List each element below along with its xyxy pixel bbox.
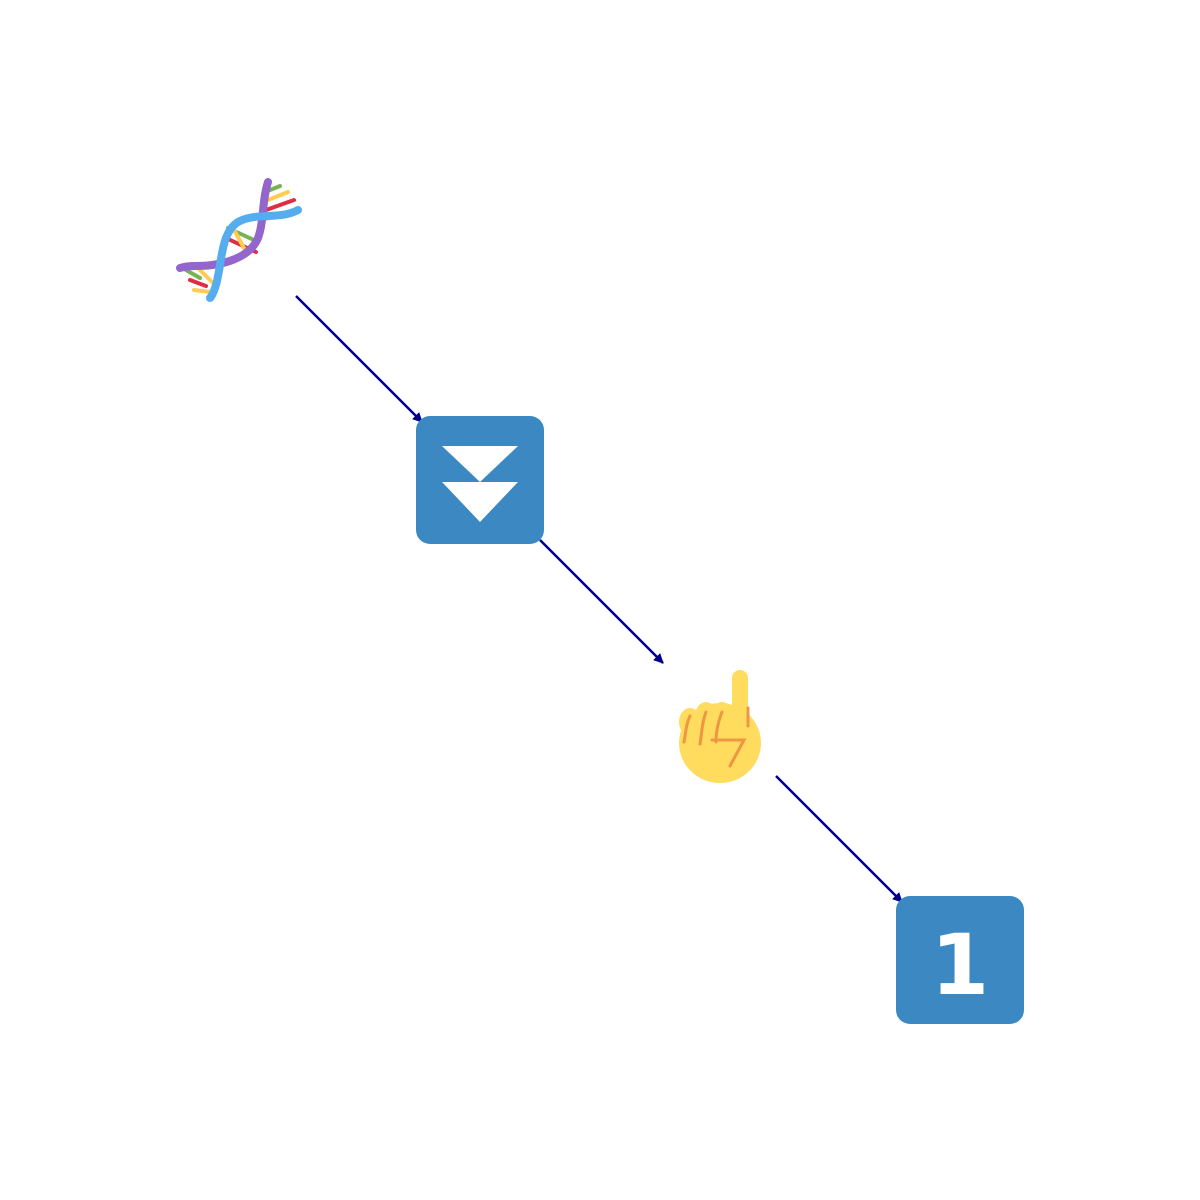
- keycap-digit-label: 1: [931, 916, 989, 1014]
- node-dna: [176, 178, 302, 302]
- node-index-pointing-up: [679, 670, 761, 783]
- node-keycap-1: 1: [896, 896, 1024, 1024]
- index-pointing-up-icon: [679, 670, 761, 783]
- edges: [295, 295, 903, 903]
- node-fast-down: [416, 416, 544, 544]
- edge-dna-to-fast-down: [295, 295, 423, 423]
- dna-icon: [176, 178, 302, 302]
- fast-down-button-icon: [416, 416, 544, 544]
- edge-fast-down-to-index-pointing-up: [539, 539, 664, 664]
- edge-index-pointing-up-to-keycap-1: [775, 775, 903, 903]
- keycap-digit-one-icon: [896, 896, 1024, 1024]
